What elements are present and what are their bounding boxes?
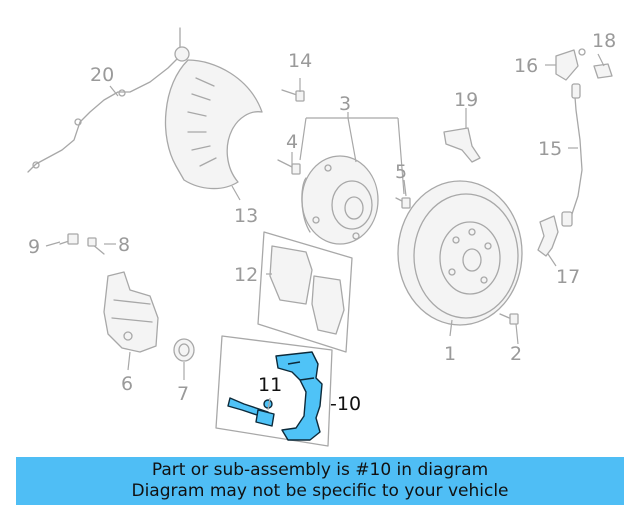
callout-6: 6: [121, 373, 133, 395]
callout-19: 19: [454, 89, 478, 111]
part-15-brake-hose[interactable]: [561, 83, 583, 227]
part-8-cap[interactable]: [87, 237, 105, 255]
callout-15: 15: [538, 138, 562, 160]
part-12-pad-kit[interactable]: [257, 231, 353, 353]
callout-8: 8: [118, 234, 130, 256]
callout-2: 2: [510, 343, 522, 365]
part-5-bolt[interactable]: [395, 197, 411, 209]
part-20-wear-sensor-wire[interactable]: [27, 27, 190, 173]
callout-10: -10: [330, 393, 361, 415]
callout-17: 17: [556, 266, 580, 288]
banner-line-disclaimer: Diagram may not be specific to your vehi…: [131, 481, 509, 501]
banner-line-part: Part or sub-assembly is #10 in diagram: [151, 460, 489, 480]
part-3-hub-bearing[interactable]: [301, 155, 379, 245]
part-19-sensor[interactable]: [443, 127, 481, 163]
callout-14: 14: [288, 50, 312, 72]
callout-13: 13: [234, 205, 258, 227]
part-18-clip[interactable]: [593, 63, 613, 79]
callout-4: 4: [286, 131, 298, 153]
leader-lines: [45, 53, 605, 411]
callout-18: 18: [592, 30, 616, 52]
part-10-caliper-bracket-kit[interactable]: [215, 335, 333, 447]
part-1-brake-rotor[interactable]: [397, 180, 523, 326]
part-17-hose-bracket[interactable]: [537, 215, 559, 257]
part-9-bleeder[interactable]: [59, 233, 79, 245]
callout-16: 16: [514, 55, 538, 77]
part-6-caliper[interactable]: [103, 271, 159, 353]
info-banner: Part or sub-assembly is #10 in diagram D…: [16, 457, 624, 505]
callout-11: 11: [258, 374, 282, 396]
callout-20: 20: [90, 64, 114, 86]
callout-3: 3: [339, 93, 351, 115]
callout-5: 5: [395, 161, 407, 183]
callout-12: 12: [234, 264, 258, 286]
part-14-bolt[interactable]: [281, 89, 305, 102]
callout-9: 9: [28, 236, 40, 258]
callout-7: 7: [177, 383, 189, 405]
part-11-guide-pin-bolts[interactable]: [227, 397, 275, 427]
part-4-bolt[interactable]: [277, 159, 301, 175]
part-13-splash-shield[interactable]: [164, 59, 263, 190]
part-16-bracket[interactable]: [555, 48, 586, 81]
part-7-seal[interactable]: [173, 338, 195, 362]
part-2-screw[interactable]: [499, 313, 519, 325]
callout-1: 1: [444, 343, 456, 365]
